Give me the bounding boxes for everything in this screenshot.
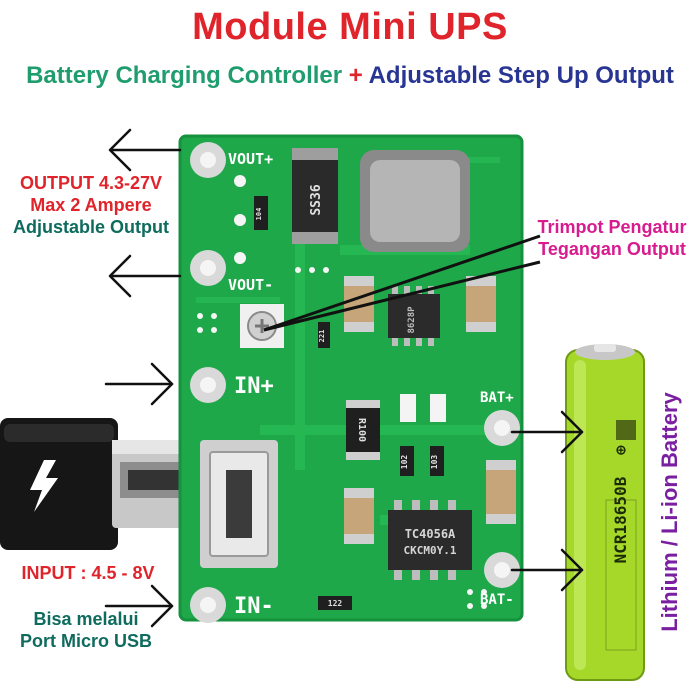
- board-silkscreen: VOUT+ VOUT- IN+ IN- BAT+ BAT-: [228, 150, 514, 619]
- output-spec-line1: OUTPUT 4.3-27V: [19, 173, 163, 193]
- input-arrow-top: [104, 362, 174, 406]
- subtitle-part1: Battery Charging Controller: [26, 62, 343, 89]
- in-minus-label: IN-: [234, 594, 274, 619]
- input-arrow-bottom: [104, 584, 174, 628]
- res-104-code: 104: [255, 208, 263, 221]
- res-103-code: 103: [430, 455, 439, 470]
- input-spec: INPUT : 4.5 - 8V: [8, 562, 168, 584]
- trimpot-pointer-lines: [263, 234, 541, 332]
- battery-type-label: Lithium / Li-ion Battery: [650, 362, 690, 662]
- output-arrow-top: [108, 128, 182, 172]
- in-plus-label: IN+: [234, 374, 274, 399]
- lithium-battery: NCR18650B ⊕: [565, 344, 645, 681]
- res-122-code: 122: [328, 599, 343, 608]
- cell-model: NCR18650B: [611, 476, 630, 563]
- input-note: Bisa melalui Port Micro USB: [6, 608, 166, 652]
- output-arrow-bottom: [108, 254, 182, 298]
- cell-plus-symbol: ⊕: [611, 445, 630, 455]
- battery-type-text: Lithium / Li-ion Battery: [657, 392, 682, 632]
- bat-plus-label: BAT+: [480, 390, 514, 406]
- res-102-code: 102: [400, 455, 409, 470]
- bat-minus-label: BAT-: [480, 592, 514, 608]
- trimpot-label: Trimpot Pengatur Tegangan Output: [528, 216, 696, 260]
- vout-plus-label: VOUT+: [228, 150, 273, 168]
- subtitle-plus: +: [348, 62, 363, 89]
- diode-code: SS36: [309, 184, 324, 215]
- res-221-code: 221: [318, 330, 326, 343]
- lightning-icon: [30, 460, 58, 512]
- output-spec-line3: Adjustable Output: [13, 217, 169, 237]
- battery-arrow-bottom: [510, 548, 584, 592]
- page-title: Module Mini UPS: [192, 6, 508, 48]
- output-spec-line2: Max 2 Ampere: [30, 195, 152, 215]
- component-codes: SS36 8628P TC4056A CKCM0Y.1 R100 102 103…: [255, 184, 457, 608]
- trimpot-label-line2: Tegangan Output: [538, 239, 686, 259]
- trimpot-label-line1: Trimpot Pengatur: [537, 217, 687, 237]
- output-spec: OUTPUT 4.3-27V Max 2 Ampere Adjustable O…: [8, 172, 174, 238]
- resistor-code: R100: [356, 418, 367, 442]
- subtitle-part2: Adjustable Step Up Output: [368, 62, 674, 89]
- battery-arrow-top: [510, 410, 584, 454]
- pcb-board: [178, 134, 524, 623]
- vout-minus-label: VOUT-: [228, 276, 273, 294]
- input-spec-line1: INPUT : 4.5 - 8V: [21, 563, 155, 583]
- ic-bottom-code-line1: TC4056A: [405, 527, 456, 541]
- page-subtitle: Battery Charging Controller + Adjustable…: [0, 62, 700, 90]
- micro-usb-cable: [0, 418, 198, 550]
- ic-bottom-code-line2: CKCM0Y.1: [404, 544, 457, 557]
- input-spec-line3: Port Micro USB: [19, 631, 152, 651]
- input-spec-line2: Bisa melalui: [33, 609, 139, 629]
- ic-top-code: 8628P: [407, 306, 417, 334]
